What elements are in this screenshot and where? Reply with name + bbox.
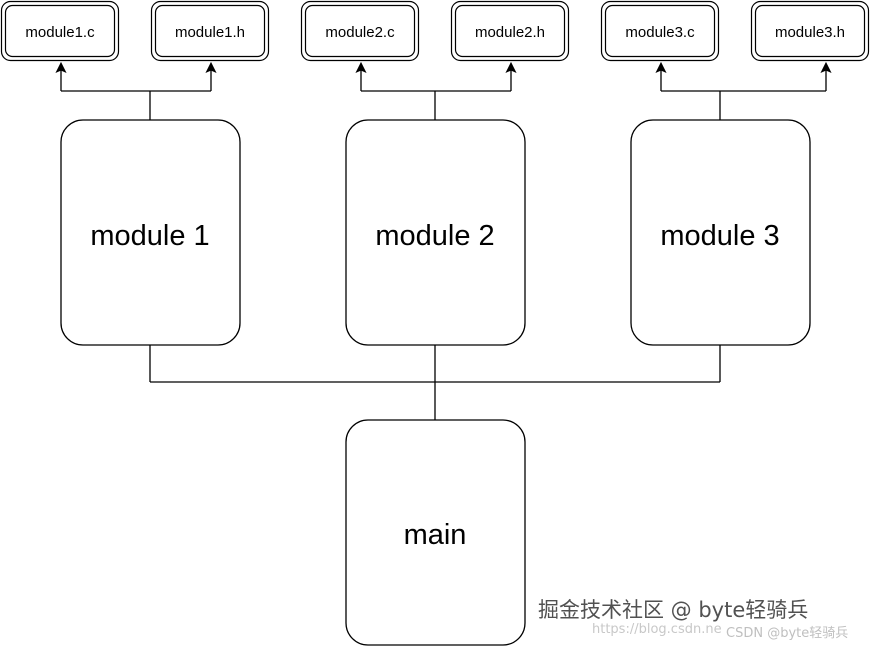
module-label: module 1	[90, 220, 209, 252]
module-label: module 3	[660, 220, 779, 252]
module-node: module 3	[630, 119, 811, 346]
arrowhead-up-icon	[505, 61, 517, 74]
module-label: module 2	[375, 220, 494, 252]
arrowhead-up-icon	[655, 61, 667, 74]
file-label: module3.c	[625, 24, 695, 41]
arrowhead-up-icon	[205, 61, 217, 74]
arrowhead-up-icon	[355, 61, 367, 74]
connector-module1-to-files	[60, 70, 212, 120]
file-node: module2.c	[300, 0, 420, 62]
main-node: main	[345, 419, 526, 646]
file-node: module3.h	[750, 0, 870, 62]
watermark-url: https://blog.csdn.ne	[592, 622, 722, 637]
module-node: module 1	[60, 119, 241, 346]
module-node: module 2	[345, 119, 526, 346]
file-label: module1.c	[25, 24, 95, 41]
arrowheads	[55, 61, 832, 74]
file-label: module2.c	[325, 24, 395, 41]
arrowhead-up-icon	[820, 61, 832, 74]
watermark-main: 掘金技术社区 @ byte轻骑兵	[538, 598, 808, 622]
connectors	[60, 70, 827, 420]
arrowhead-up-icon	[55, 61, 67, 74]
file-label: module1.h	[175, 24, 245, 41]
file-node: module1.h	[150, 0, 270, 62]
file-label: module2.h	[475, 24, 545, 41]
connector-modules-to-main	[149, 345, 721, 420]
connector-module2-to-files	[360, 70, 512, 120]
connector-module3-to-files	[660, 70, 827, 120]
file-node: module3.c	[600, 0, 720, 62]
main-label: main	[404, 519, 467, 551]
file-label: module3.h	[775, 24, 845, 41]
file-node: module1.c	[0, 0, 120, 62]
watermark-sub: CSDN @byte轻骑兵	[726, 626, 848, 641]
file-node: module2.h	[450, 0, 570, 62]
